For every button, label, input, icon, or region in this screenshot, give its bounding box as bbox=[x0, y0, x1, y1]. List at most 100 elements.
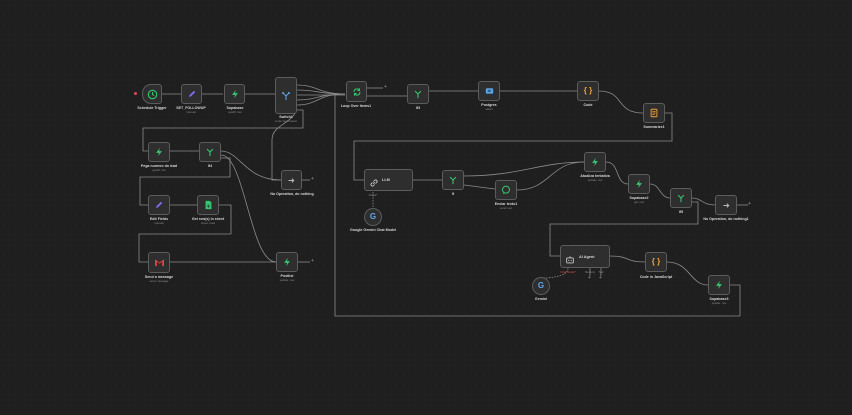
node-subtitle: update: row bbox=[711, 301, 727, 305]
add-node-plus[interactable]: + bbox=[311, 258, 314, 264]
connection bbox=[139, 157, 231, 206]
node-subtitle: manual bbox=[186, 110, 196, 114]
database-icon bbox=[479, 82, 499, 100]
node-label: Pega numero do lead bbox=[140, 164, 178, 168]
node-get-rows[interactable] bbox=[197, 195, 219, 215]
connection bbox=[649, 183, 671, 199]
supabase-icon bbox=[629, 175, 649, 193]
node-subtitle: getAll: row bbox=[228, 110, 242, 114]
supabase-icon bbox=[709, 276, 729, 294]
chain-icon bbox=[369, 175, 379, 193]
connection bbox=[516, 161, 585, 191]
node-label: Supabase bbox=[226, 106, 244, 110]
node-label: Code bbox=[583, 103, 593, 107]
connection bbox=[463, 184, 496, 190]
node-supabase2[interactable] bbox=[628, 174, 650, 194]
if-icon bbox=[443, 171, 463, 189]
node-noop-right[interactable] bbox=[715, 195, 737, 215]
node-title: LLM bbox=[382, 178, 390, 182]
braces-icon: { } bbox=[651, 257, 661, 266]
node-switch1[interactable] bbox=[275, 77, 297, 114]
node-subtitle: update: row bbox=[587, 178, 603, 182]
connection bbox=[609, 255, 646, 263]
node-title: AI Agent bbox=[579, 255, 595, 259]
supabase-icon bbox=[585, 153, 605, 171]
add-memory-plus[interactable]: + bbox=[588, 275, 591, 281]
port-label: Tool bbox=[598, 270, 604, 274]
node-busca-lead[interactable] bbox=[148, 142, 170, 162]
connection bbox=[691, 197, 716, 206]
connection bbox=[220, 154, 277, 263]
node-subtitle: send: text bbox=[499, 206, 513, 210]
node-if-top[interactable] bbox=[407, 84, 429, 104]
connection bbox=[334, 95, 740, 317]
node-label: If3 bbox=[415, 106, 421, 110]
sheets-icon bbox=[198, 196, 218, 214]
node-label: Edit Fields bbox=[149, 217, 169, 221]
node-send-message[interactable] bbox=[148, 252, 170, 273]
supabase-icon bbox=[225, 85, 244, 103]
node-label: Loop Over Items1 bbox=[340, 104, 372, 108]
connection bbox=[666, 261, 709, 286]
node-supabase3[interactable] bbox=[708, 275, 730, 295]
google-icon: G bbox=[369, 212, 377, 221]
node-label: SET_FOLLOWUP bbox=[176, 106, 206, 110]
node-set-followup[interactable] bbox=[181, 84, 202, 104]
connection bbox=[220, 150, 282, 181]
port-label: Model* bbox=[368, 193, 378, 197]
node-subtitle: getAll: row bbox=[152, 168, 166, 172]
node-code-top[interactable]: { } bbox=[577, 81, 599, 101]
node-loop-over-items[interactable] bbox=[346, 81, 367, 102]
add-node-plus[interactable]: + bbox=[748, 201, 751, 207]
node-label: Postgres bbox=[481, 103, 497, 107]
node-label: Schedule Trigger bbox=[137, 106, 167, 110]
node-edit-fields[interactable] bbox=[148, 195, 170, 215]
node-label: Get row(s) in sheet bbox=[191, 217, 225, 221]
node-postlist[interactable] bbox=[276, 252, 298, 272]
node-if-llm[interactable] bbox=[442, 170, 464, 190]
node-label: If5 bbox=[678, 210, 684, 214]
trigger-indicator bbox=[134, 92, 137, 95]
switch-icon bbox=[276, 78, 296, 113]
node-atualiza[interactable] bbox=[584, 152, 606, 172]
node-code-js[interactable]: { } bbox=[645, 252, 667, 272]
pencil-icon bbox=[182, 85, 201, 103]
connection bbox=[296, 93, 346, 106]
node-subtitle: send: message bbox=[149, 279, 169, 283]
connection bbox=[598, 90, 644, 114]
connection bbox=[138, 204, 232, 263]
node-gemini[interactable]: G bbox=[532, 277, 550, 295]
connection bbox=[549, 201, 699, 257]
node-noop-left[interactable] bbox=[281, 170, 302, 190]
connection bbox=[271, 109, 298, 181]
node-gemini-chat[interactable]: G bbox=[364, 208, 382, 226]
node-schedule-trigger[interactable] bbox=[142, 84, 162, 104]
node-ai-agent[interactable]: AI Agent bbox=[560, 245, 610, 268]
node-if5[interactable] bbox=[670, 188, 692, 208]
summarize-icon bbox=[644, 104, 664, 122]
connection bbox=[730, 284, 741, 316]
node-enviar-texto[interactable] bbox=[495, 180, 517, 200]
node-label: Switch1 bbox=[279, 115, 293, 119]
supabase-icon bbox=[277, 253, 297, 271]
braces-icon: { } bbox=[583, 86, 593, 95]
node-label: No Operation, do nothing1 bbox=[703, 217, 749, 221]
connection bbox=[463, 161, 585, 177]
node-supabase[interactable] bbox=[224, 84, 245, 104]
add-node-plus[interactable]: + bbox=[311, 176, 314, 182]
node-summarize[interactable] bbox=[643, 103, 665, 123]
google-icon: G bbox=[537, 281, 545, 290]
node-if-mid[interactable] bbox=[199, 142, 221, 162]
add-tool-plus[interactable]: + bbox=[599, 275, 602, 281]
port-label: Chat Model* bbox=[560, 270, 576, 274]
port-label: Memory bbox=[584, 270, 596, 274]
node-label: Gemini bbox=[534, 297, 548, 301]
node-label: If bbox=[451, 192, 455, 196]
node-llm[interactable]: LLM bbox=[364, 169, 413, 191]
node-subtitle: select bbox=[485, 107, 493, 111]
connection bbox=[142, 109, 304, 152]
node-postgres[interactable] bbox=[478, 81, 500, 101]
add-node-plus[interactable]: + bbox=[384, 84, 387, 90]
